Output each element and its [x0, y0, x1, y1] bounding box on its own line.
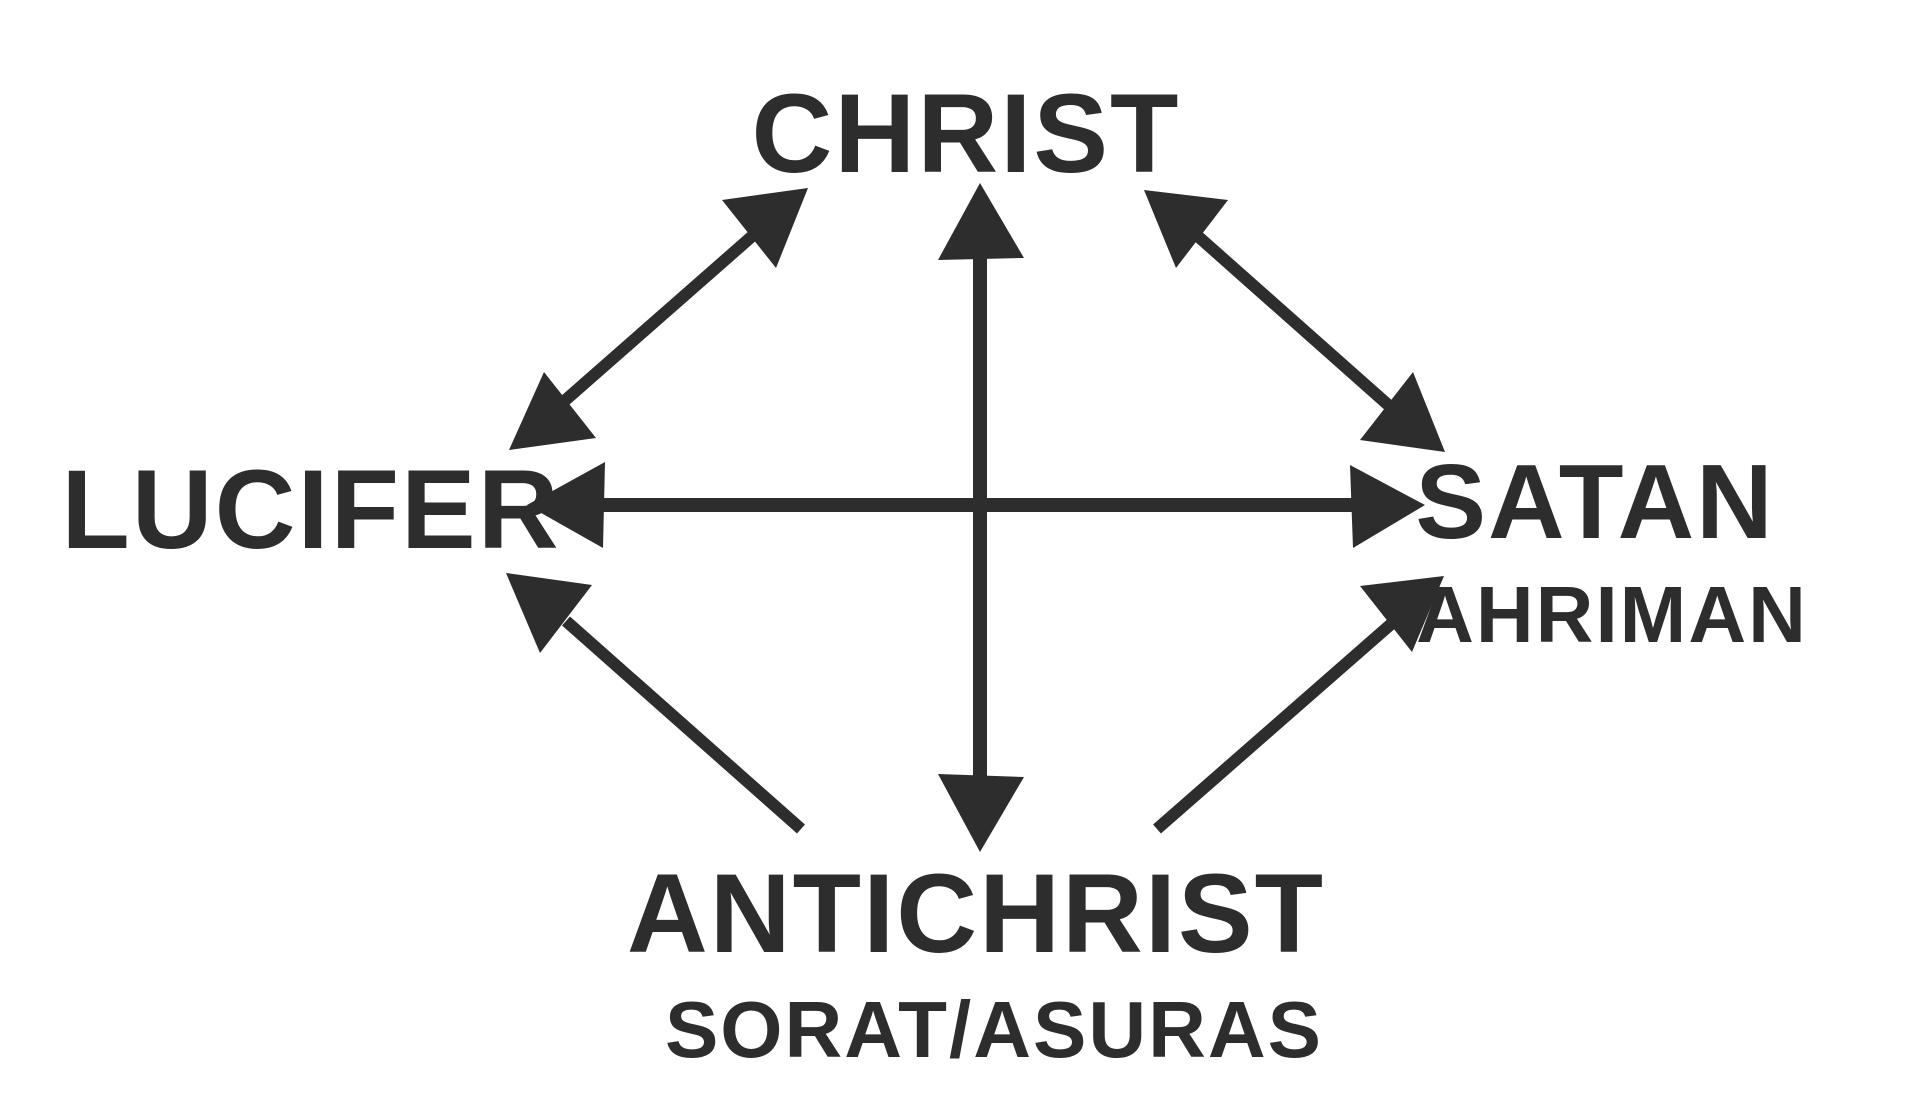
node-antichrist-sublabel: SORAT/ASURAS [665, 985, 1323, 1074]
edge-antichrist-lucifer [506, 573, 805, 834]
node-christ-label: CHRIST [752, 71, 1181, 196]
edge-antichrist-satan-line [1153, 613, 1402, 834]
edge-lucifer-christ [509, 188, 808, 450]
arrowhead-lower-lucifer [506, 573, 592, 653]
node-antichrist-label: ANTICHRIST [627, 851, 1325, 976]
edge-lucifer-christ-line [557, 226, 762, 409]
arrowhead-right-satan [1350, 465, 1425, 548]
edge-christ-antichrist [938, 183, 1024, 852]
node-lucifer-label: LUCIFER [61, 447, 560, 572]
arrowhead-up-christ [938, 183, 1024, 260]
arrowhead-lower-satan [1360, 576, 1444, 652]
node-satan-label: SATAN [1415, 443, 1774, 561]
edge-antichrist-lucifer-line [562, 616, 805, 834]
node-satan-sublabel: AHRIMAN [1416, 570, 1808, 659]
arrowhead-down-antichrist [938, 774, 1024, 852]
edge-christ-satan [1144, 190, 1445, 452]
edge-christ-satan-line [1188, 226, 1399, 416]
arrowhead-upper-christ-left [722, 188, 808, 268]
arrowhead-upper-satan [1360, 372, 1445, 452]
edge-antichrist-satan [1153, 576, 1444, 834]
arrowhead-upper-lucifer [509, 372, 596, 450]
arrowhead-left-lucifer [527, 462, 605, 548]
arrowhead-upper-christ-right [1144, 190, 1228, 268]
